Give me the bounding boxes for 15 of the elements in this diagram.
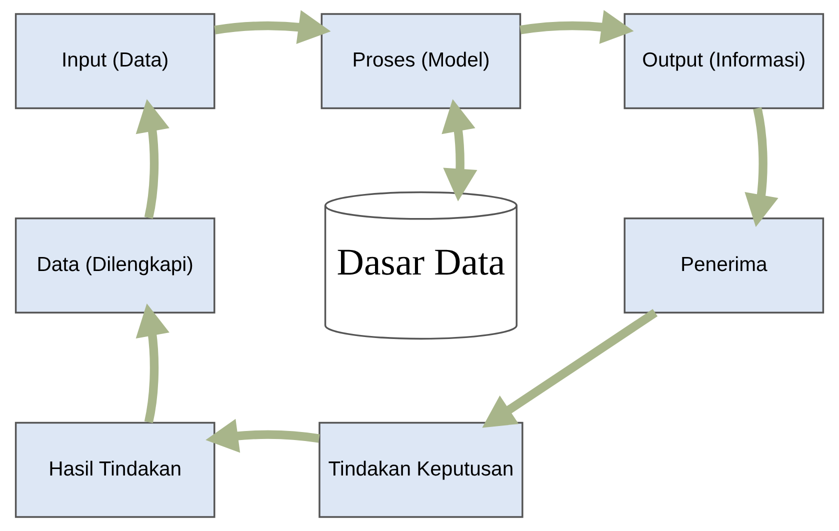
- arrow: [206, 418, 320, 453]
- node-box: Penerima: [624, 218, 824, 314]
- node-box: Output (Informasi): [624, 13, 824, 110]
- arrow: [136, 303, 170, 424]
- arrow: [442, 99, 478, 202]
- arrow: [214, 10, 331, 44]
- node-box: Input (Data): [14, 13, 216, 110]
- arrow: [136, 99, 170, 219]
- node-box: Tindakan Keputusan: [318, 422, 524, 518]
- node-box: Hasil Tindakan: [14, 422, 216, 518]
- arrow: [520, 10, 634, 44]
- arrow: [482, 309, 658, 428]
- node-box: Proses (Model): [320, 13, 522, 110]
- arrow: [744, 107, 778, 228]
- node-box: Data (Dilengkapi): [14, 218, 216, 314]
